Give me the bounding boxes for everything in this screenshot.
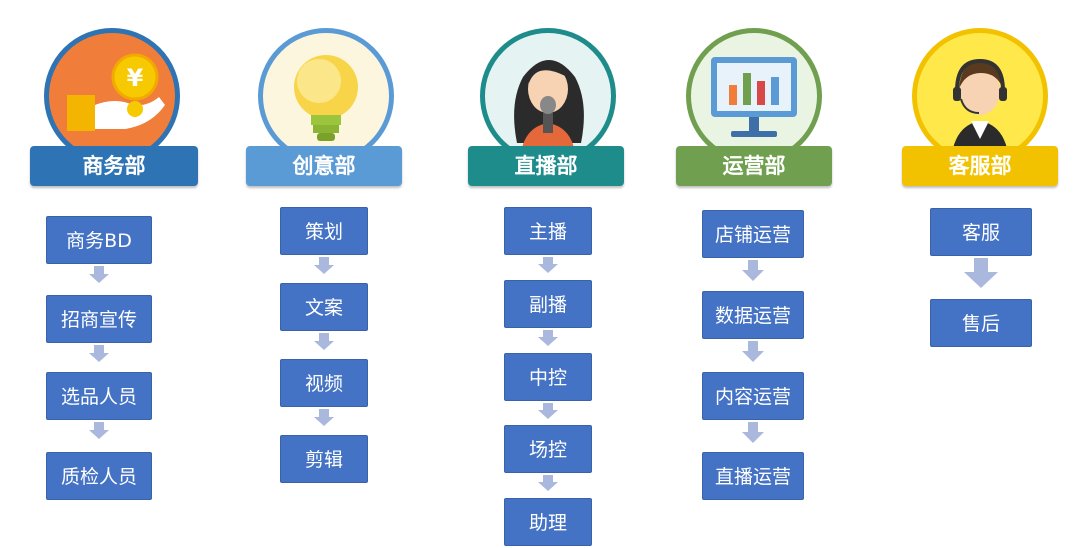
step-box: 内容运营 bbox=[702, 372, 804, 420]
step-box: 店铺运营 bbox=[702, 210, 804, 258]
step-box: 助理 bbox=[504, 498, 592, 546]
creative-icon-circle bbox=[258, 28, 394, 164]
step-box: 副播 bbox=[504, 280, 592, 328]
step-box: 招商宣传 bbox=[46, 295, 152, 343]
department-title: 创意部 bbox=[246, 146, 402, 186]
lightbulb-icon bbox=[294, 55, 358, 141]
customer-service-icon-circle bbox=[912, 28, 1048, 164]
department-customer-service: 客服部 客服 售后 bbox=[890, 0, 1080, 548]
headset-agent-icon bbox=[951, 58, 1009, 159]
department-business: ¥ 商务部 商务BD 招商宣传 选品人员 质检人员 bbox=[12, 0, 212, 548]
department-title: 运营部 bbox=[676, 146, 832, 186]
department-title: 商务部 bbox=[30, 146, 198, 186]
step-box: 中控 bbox=[504, 353, 592, 401]
step-box: 售后 bbox=[930, 299, 1032, 347]
operations-icon-circle bbox=[686, 28, 822, 164]
streamer-microphone-icon bbox=[514, 60, 584, 153]
department-livestream: 直播部 主播 副播 中控 场控 助理 bbox=[452, 0, 652, 548]
step-box: 商务BD bbox=[46, 216, 152, 264]
step-box: 策划 bbox=[280, 207, 368, 255]
step-box: 质检人员 bbox=[46, 452, 152, 500]
department-operations: 运营部 店铺运营 数据运营 内容运营 直播运营 bbox=[672, 0, 872, 548]
step-box: 视频 bbox=[280, 359, 368, 407]
business-icon-circle: ¥ bbox=[44, 28, 180, 164]
step-box: 选品人员 bbox=[46, 372, 152, 420]
department-creative: 创意部 策划 文案 视频 剪辑 bbox=[228, 0, 428, 548]
step-box: 数据运营 bbox=[702, 291, 804, 339]
department-title: 客服部 bbox=[902, 146, 1058, 186]
monitor-chart-icon bbox=[711, 57, 797, 137]
step-box: 场控 bbox=[504, 425, 592, 473]
step-box: 文案 bbox=[280, 283, 368, 331]
money-hand-icon: ¥ bbox=[67, 53, 165, 131]
department-title: 直播部 bbox=[468, 146, 624, 186]
step-box: 主播 bbox=[504, 207, 592, 255]
svg-text:¥: ¥ bbox=[127, 64, 144, 92]
step-box: 剪辑 bbox=[280, 435, 368, 483]
step-box: 直播运营 bbox=[702, 452, 804, 500]
step-box: 客服 bbox=[930, 208, 1032, 256]
livestream-icon-circle bbox=[480, 28, 616, 164]
